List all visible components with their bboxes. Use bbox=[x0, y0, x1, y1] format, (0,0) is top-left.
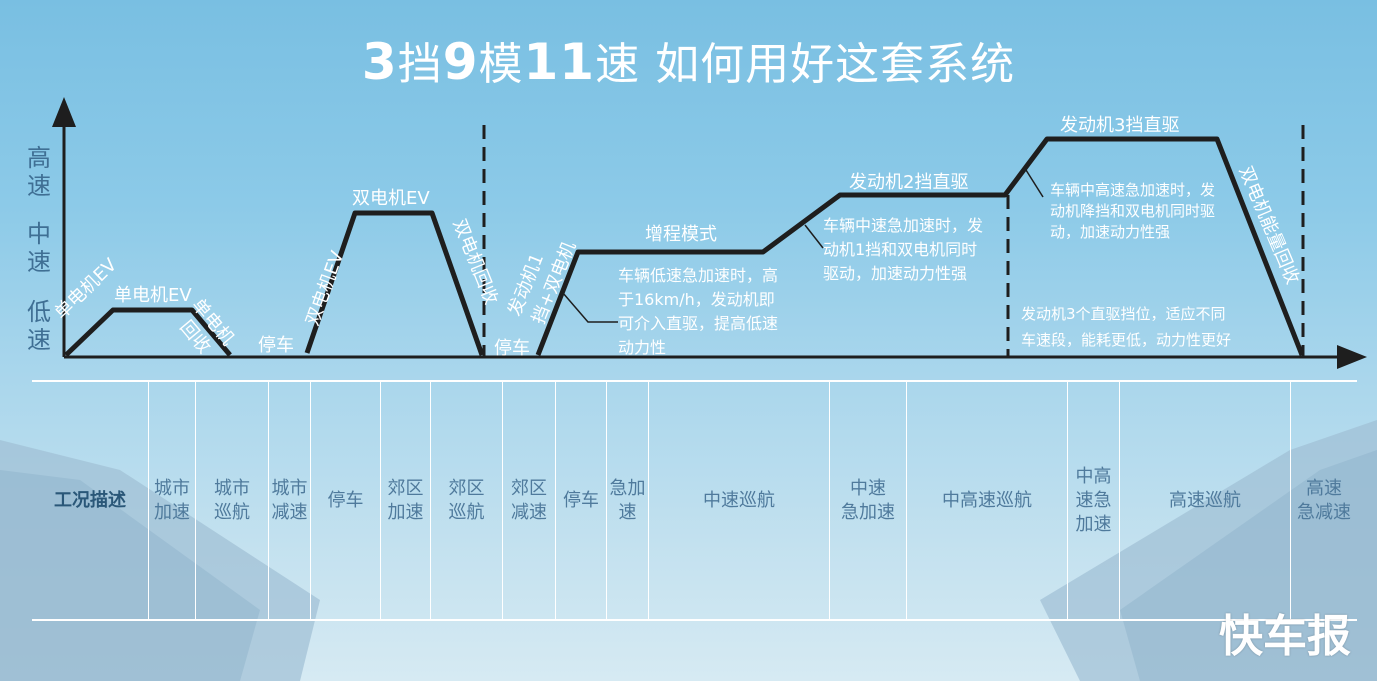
table-cell: 中高速巡航 bbox=[906, 382, 1067, 619]
y-label-high: 高速 bbox=[27, 144, 51, 200]
label-seg1-flat: 单电机EV bbox=[114, 285, 192, 306]
y-label-mid: 中速 bbox=[27, 220, 51, 276]
table-cell: 中高速急加速 bbox=[1067, 382, 1119, 619]
leader-line-1 bbox=[562, 292, 618, 323]
table-cell: 中速急加速 bbox=[829, 382, 906, 619]
speed-curve-1 bbox=[64, 307, 232, 357]
page-title: 3挡9模11速 如何用好这套系统 bbox=[361, 33, 1016, 91]
label-engine-gear2: 发动机2挡直驱 bbox=[849, 172, 969, 193]
note-midhigh-accel: 车辆中高速急加速时，发 动机降挡和双电机同时驱 动，加速动力性强 bbox=[1050, 181, 1216, 241]
label-stop-1: 停车 bbox=[258, 335, 294, 356]
table-cell: 高速巡航 bbox=[1119, 382, 1290, 619]
speed-curve-2 bbox=[304, 210, 485, 356]
y-label-low: 低速 bbox=[27, 298, 51, 354]
label-stop-2: 停车 bbox=[494, 338, 530, 359]
note-mid-accel: 车辆中速急加速时，发 动机1挡和双电机同时 驱动，加速动力性强 bbox=[823, 216, 984, 283]
table-cell: 郊区巡航 bbox=[430, 382, 502, 619]
table-cell: 急加速 bbox=[606, 382, 648, 619]
label-engine-gear3: 发动机3挡直驱 bbox=[1060, 115, 1180, 136]
table-cell: 郊区加速 bbox=[380, 382, 430, 619]
table-cell: 城市减速 bbox=[268, 382, 310, 619]
leader-line-2 bbox=[804, 224, 824, 249]
table-cell: 郊区减速 bbox=[502, 382, 555, 619]
note-low-accel: 车辆低速急加速时，高 于16km/h，发动机即 可介入直驱，提高低速 动力性 bbox=[618, 266, 779, 357]
condition-table: 工况描述 城市加速 城市巡航 城市减速 停车 郊区加速 郊区巡航 郊区减速 停车… bbox=[32, 380, 1357, 621]
row-header: 工况描述 bbox=[54, 489, 126, 511]
speed-curve-3 bbox=[535, 136, 1305, 356]
note-gears: 发动机3个直驱挡位，适应不同 车速段，能耗更低，动力性更好 bbox=[1021, 305, 1232, 349]
table-cell: 城市巡航 bbox=[195, 382, 268, 619]
table-cell: 停车 bbox=[555, 382, 606, 619]
table-cell: 城市加速 bbox=[148, 382, 195, 619]
table-cell: 高速急减速 bbox=[1290, 382, 1357, 619]
brand-logo: 快车报 bbox=[1219, 611, 1351, 662]
leader-line-3 bbox=[1025, 169, 1044, 198]
table-cell: 中速巡航 bbox=[648, 382, 829, 619]
label-range-extender: 增程模式 bbox=[645, 224, 717, 245]
label-seg2-flat: 双电机EV bbox=[352, 188, 430, 209]
table-cell: 停车 bbox=[310, 382, 380, 619]
